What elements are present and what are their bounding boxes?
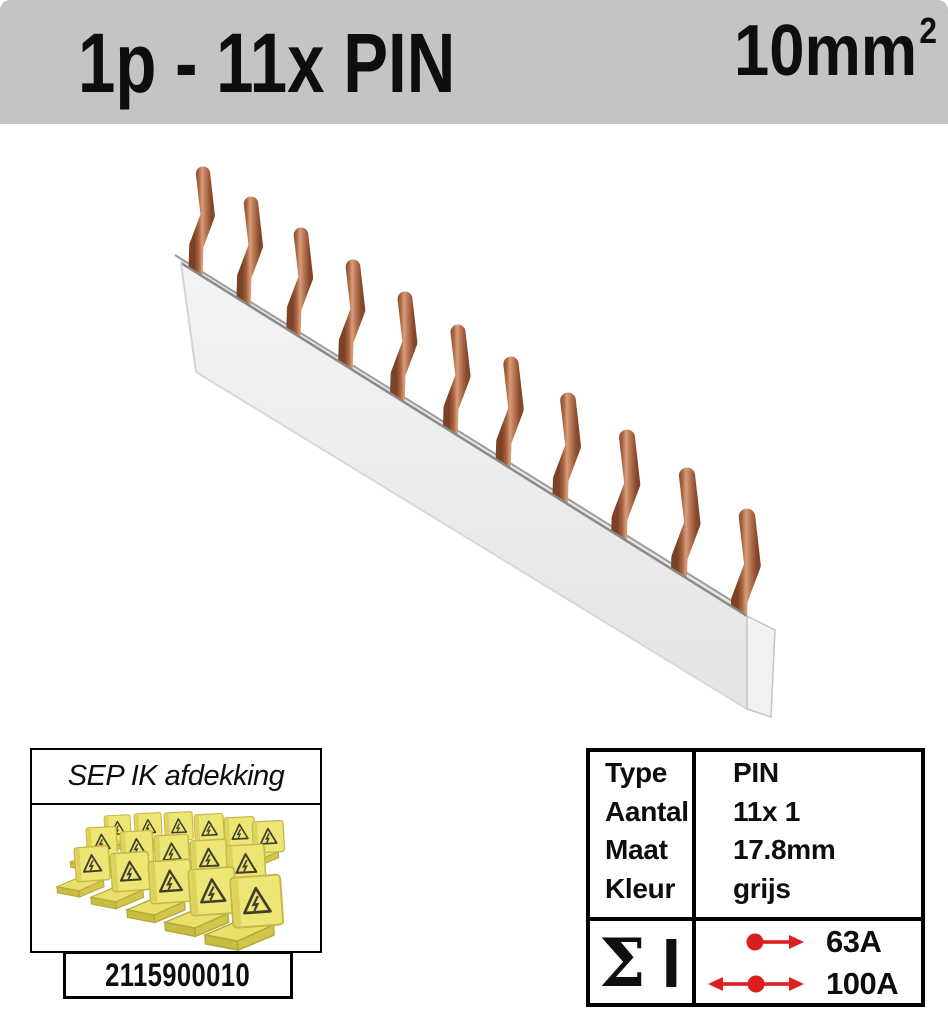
rail-front-face — [181, 263, 747, 709]
busbar-pin — [243, 204, 255, 310]
dot-arrow-right-icon — [696, 933, 804, 951]
spec-table: Type Aantal Maat Kleur PIN 11x 1 17.8mm … — [586, 748, 925, 1007]
busbar-pin — [345, 267, 358, 375]
spec-value: 11x 1 — [733, 795, 801, 827]
spec-label: Aantal — [605, 795, 689, 827]
busbar-pin — [560, 400, 574, 514]
current-symbol: I — [661, 924, 682, 1002]
cross-section-value: 10mm — [733, 11, 917, 91]
accessory-box: SEP IK afdekking — [30, 748, 322, 953]
rating-label: 100A — [826, 966, 899, 1001]
accessory-photo — [32, 805, 320, 951]
cross-section-exponent: 2 — [919, 10, 937, 51]
spec-value: 17.8mm — [733, 834, 836, 865]
product-title: 1p - 11x PIN — [78, 16, 456, 110]
spec-value: grijs — [733, 872, 791, 904]
article-number-box: 2115900010 — [63, 951, 293, 999]
busbar-pins — [195, 174, 752, 638]
busbar-pin — [503, 364, 516, 476]
rating-label: 63A — [826, 924, 882, 959]
spec-label: Type — [605, 757, 668, 788]
article-number: 2115900010 — [105, 956, 251, 993]
ratings-cell: 63A 100A — [696, 917, 921, 1005]
busbar-pin — [678, 476, 692, 595]
spec-label: Maat — [605, 834, 668, 865]
yellow-covers-image — [32, 805, 320, 951]
busbar-pin — [195, 174, 207, 279]
sigma-symbol: Σ — [599, 924, 646, 1002]
busbar-product-image — [174, 125, 776, 719]
double-arrow-dot-icon — [696, 975, 804, 993]
busbar-pin — [738, 517, 752, 638]
spec-labels-cell: Type Aantal Maat Kleur — [590, 752, 696, 917]
spec-label: Kleur — [605, 872, 676, 904]
sum-current-cell: Σ I — [590, 917, 696, 1005]
busbar-pin — [619, 437, 633, 554]
rating-row: 63A — [696, 921, 921, 963]
busbar-pin — [397, 299, 410, 408]
rating-row: 100A — [696, 963, 921, 1005]
spec-values-cell: PIN 11x 1 17.8mm grijs — [696, 752, 921, 917]
spec-value: PIN — [733, 757, 779, 788]
rail-end-cap — [746, 614, 776, 719]
rail-top-surface — [175, 255, 747, 616]
header-bar: 1p - 11x PIN 10mm 2 — [0, 0, 948, 124]
accessory-title: SEP IK afdekking — [32, 750, 320, 805]
busbar-pin — [450, 332, 463, 442]
busbar-pin — [293, 235, 306, 342]
